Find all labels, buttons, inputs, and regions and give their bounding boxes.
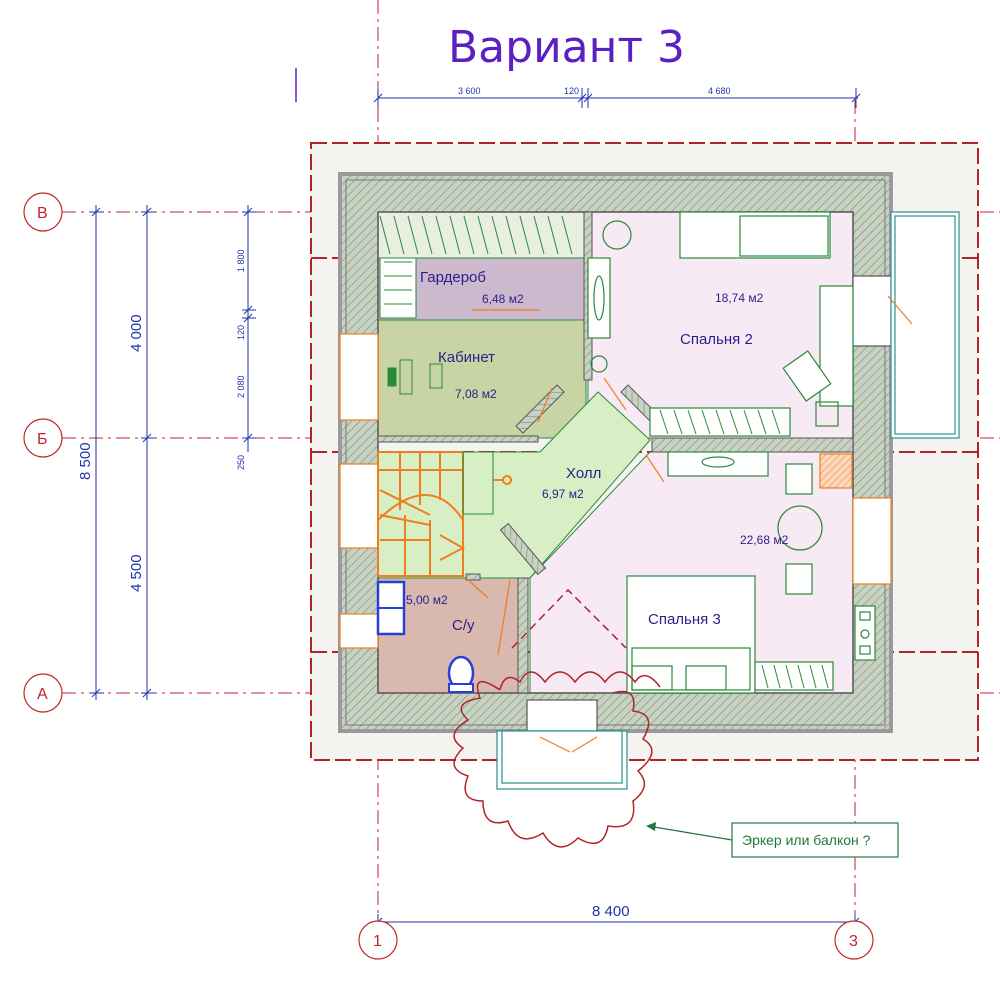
room-name-office: Кабинет	[438, 349, 495, 366]
dim-left-outer: 8 500	[77, 442, 94, 480]
room-area-bedroom-2: 18,74 м2	[715, 291, 764, 305]
room-area-wardrobe: 6,48 м2	[482, 292, 524, 306]
door-swings	[465, 295, 913, 753]
callout-text: Эркер или балкон ?	[742, 832, 871, 848]
bay-proposal	[453, 588, 661, 848]
dim-bottom: 8 400	[592, 903, 630, 920]
dim-top-1: 3 600	[458, 86, 481, 96]
bath-fixtures	[376, 580, 475, 693]
bedroom-3-furniture	[626, 451, 876, 694]
axis-label-3: 3	[849, 933, 858, 950]
callout: Эркер или балкон ?	[646, 822, 899, 858]
axis-bubbles	[23, 192, 874, 960]
office-desk	[387, 359, 443, 395]
room-name-wardrobe: Гардероб	[420, 269, 486, 286]
plan-title: Вариант 3	[448, 22, 685, 73]
room-area-bedroom-3: 22,68 м2	[740, 533, 789, 547]
dim-left-inner-3: 2 080	[236, 375, 246, 398]
room-area-hall: 6,97 м2	[542, 487, 584, 501]
room-name-bedroom-2: Спальня 2	[680, 331, 753, 348]
top-dimension	[373, 88, 861, 108]
dim-left-middle-1: 4 000	[128, 314, 145, 352]
dim-left-middle-2: 4 500	[128, 554, 145, 592]
room-area-office: 7,08 м2	[455, 387, 497, 401]
office-room	[377, 319, 587, 439]
staircase	[377, 451, 512, 577]
dim-left-inner-1: 1 800	[236, 249, 246, 272]
axis-label-b: Б	[37, 431, 48, 448]
room-labels: Гардероб 6,48 м2 Кабинет 7,08 м2 Спальня…	[406, 269, 789, 634]
bedroom-2-furniture	[587, 211, 854, 437]
axis-label-1: 1	[373, 933, 382, 950]
room-name-hall: Холл	[566, 465, 601, 482]
dim-top-2: 120	[564, 86, 579, 96]
room-name-bedroom-3: Спальня 3	[648, 611, 721, 628]
balcony-right	[890, 211, 960, 439]
balcony-bottom	[496, 730, 628, 790]
left-dimensions	[90, 205, 256, 700]
dim-left-inner-2: 120	[236, 325, 246, 340]
axis-label-a: А	[37, 686, 48, 703]
dim-left-inner-4: 250	[236, 455, 246, 470]
axis-label-v: В	[37, 205, 48, 222]
room-area-bath: 5,00 м2	[406, 593, 448, 607]
closet-shelves	[379, 215, 573, 319]
dim-top-3: 4 680	[708, 86, 731, 96]
room-name-bath: С/у	[452, 617, 475, 634]
